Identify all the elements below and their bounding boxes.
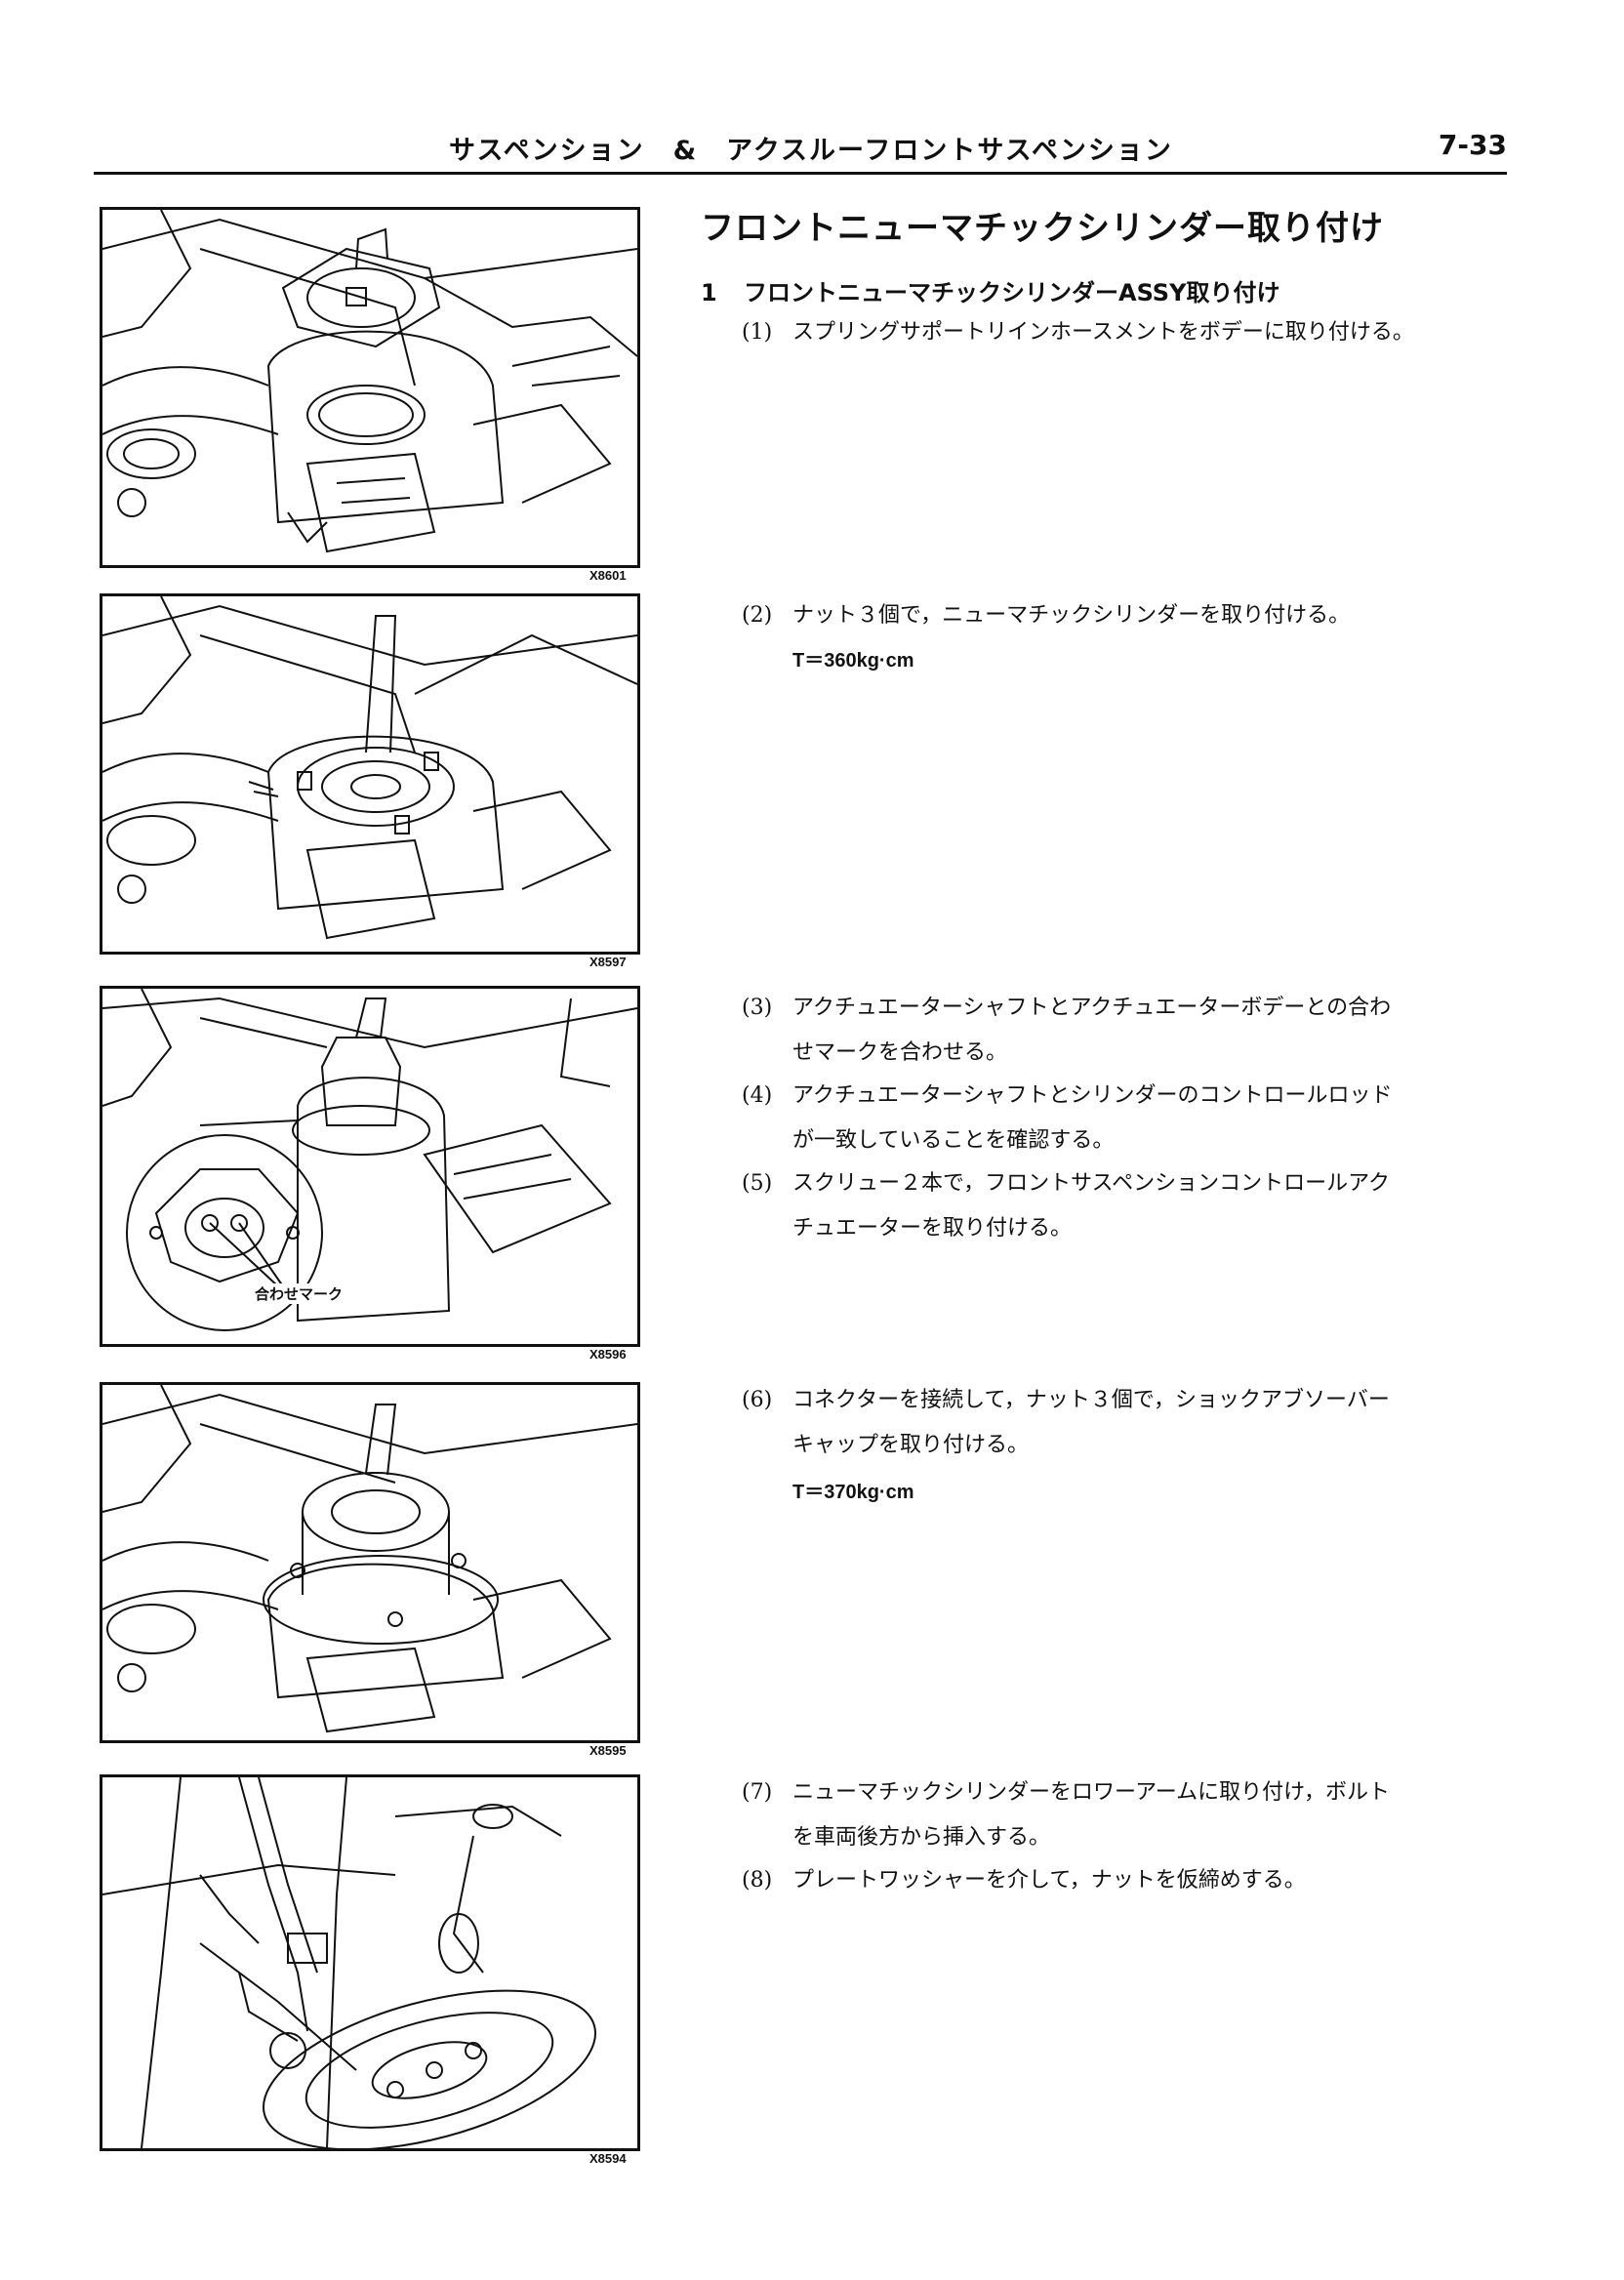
item-text: コネクターを接続して，ナット３個で，ショックアブソーバー キャップを取り付ける。 bbox=[792, 1388, 1390, 1457]
instruction-item: (4) アクチュエーターシャフトとシリンダーのコントロールロッド が一致している… bbox=[742, 1074, 1522, 1163]
figure-actuator-alignment: 合わせマーク bbox=[100, 986, 640, 1347]
item-number: (6) bbox=[742, 1388, 773, 1412]
item-text: プレートワッシャーを介して，ナットを仮締めする。 bbox=[792, 1868, 1306, 1893]
item-number: (3) bbox=[742, 996, 773, 1020]
torque-spec: T＝360kg·cm bbox=[792, 650, 914, 672]
instruction-item: (8) プレートワッシャーを介して，ナットを仮締めする。 bbox=[742, 1858, 1522, 1903]
page-header: サスペンション & アクスルーフロントサスペンション 7-33 bbox=[94, 123, 1507, 175]
item-text: スプリングサポートリインホースメントをボデーに取り付ける。 bbox=[792, 320, 1414, 345]
torque-spec: T＝370kg·cm bbox=[792, 1482, 914, 1503]
illustration-spring-support bbox=[102, 210, 637, 553]
alignment-mark-callout: 合わせマーク bbox=[255, 1283, 344, 1304]
figure-code: X8596 bbox=[589, 1347, 627, 1362]
item-text: アクチュエーターシャフトとアクチュエーターボデーとの合わ せマークを合わせる。 bbox=[792, 996, 1392, 1065]
item-text: アクチュエーターシャフトとシリンダーのコントロールロッド が一致していることを確… bbox=[792, 1083, 1393, 1153]
item-number: (5) bbox=[742, 1171, 773, 1196]
instruction-item: (6) コネクターを接続して，ナット３個で，ショックアブソーバー キャップを取り… bbox=[742, 1378, 1522, 1468]
item-number: (8) bbox=[742, 1868, 773, 1893]
figure-code: X8601 bbox=[589, 568, 627, 583]
figure-code: X8595 bbox=[589, 1743, 627, 1758]
figure-code: X8594 bbox=[589, 2151, 627, 2166]
illustration-lower-arm bbox=[102, 1777, 597, 2148]
item-number: (7) bbox=[742, 1780, 773, 1805]
instruction-item: (1) スプリングサポートリインホースメントをボデーに取り付ける。 bbox=[742, 310, 1522, 355]
item-number: (2) bbox=[742, 603, 773, 628]
item-text: ニューマチックシリンダーをロワーアームに取り付け，ボルト を車両後方から挿入する… bbox=[792, 1780, 1391, 1850]
instruction-item: (3) アクチュエーターシャフトとアクチュエーターボデーとの合わ せマークを合わ… bbox=[742, 986, 1522, 1076]
header-title: サスペンション & アクスルーフロントサスペンション bbox=[449, 136, 1173, 166]
figure-lower-arm bbox=[100, 1774, 640, 2151]
item-number: (4) bbox=[742, 1083, 773, 1108]
step-title-text: フロントニューマチックシリンダーASSY取り付け bbox=[744, 279, 1280, 306]
step-title: 1 フロントニューマチックシリンダーASSY取り付け bbox=[701, 273, 1279, 307]
figure-pneumatic-cylinder-nuts bbox=[100, 593, 640, 955]
item-text: ナット３個で，ニューマチックシリンダーを取り付ける。 bbox=[792, 603, 1351, 628]
step-number: 1 bbox=[701, 279, 717, 306]
instruction-item: (5) スクリュー２本で，フロントサスペンションコントロールアク チュエーターを… bbox=[742, 1161, 1522, 1251]
figure-spring-support bbox=[100, 207, 640, 568]
illustration-pneumatic-cylinder bbox=[102, 596, 637, 940]
item-number: (1) bbox=[742, 320, 773, 345]
item-text: スクリュー２本で，フロントサスペンションコントロールアク チュエーターを取り付け… bbox=[792, 1171, 1391, 1241]
illustration-shock-absorber-cap bbox=[102, 1385, 637, 1733]
instruction-item: (2) ナット３個で，ニューマチックシリンダーを取り付ける。 bbox=[742, 593, 1522, 638]
page-number: 7-33 bbox=[1438, 129, 1507, 161]
illustration-actuator bbox=[102, 989, 637, 1331]
figure-shock-absorber-cap bbox=[100, 1382, 640, 1743]
section-title: フロントニューマチックシリンダー取り付け bbox=[701, 209, 1384, 248]
figure-code: X8597 bbox=[589, 955, 627, 969]
instruction-item: (7) ニューマチックシリンダーをロワーアームに取り付け，ボルト を車両後方から… bbox=[742, 1771, 1522, 1860]
